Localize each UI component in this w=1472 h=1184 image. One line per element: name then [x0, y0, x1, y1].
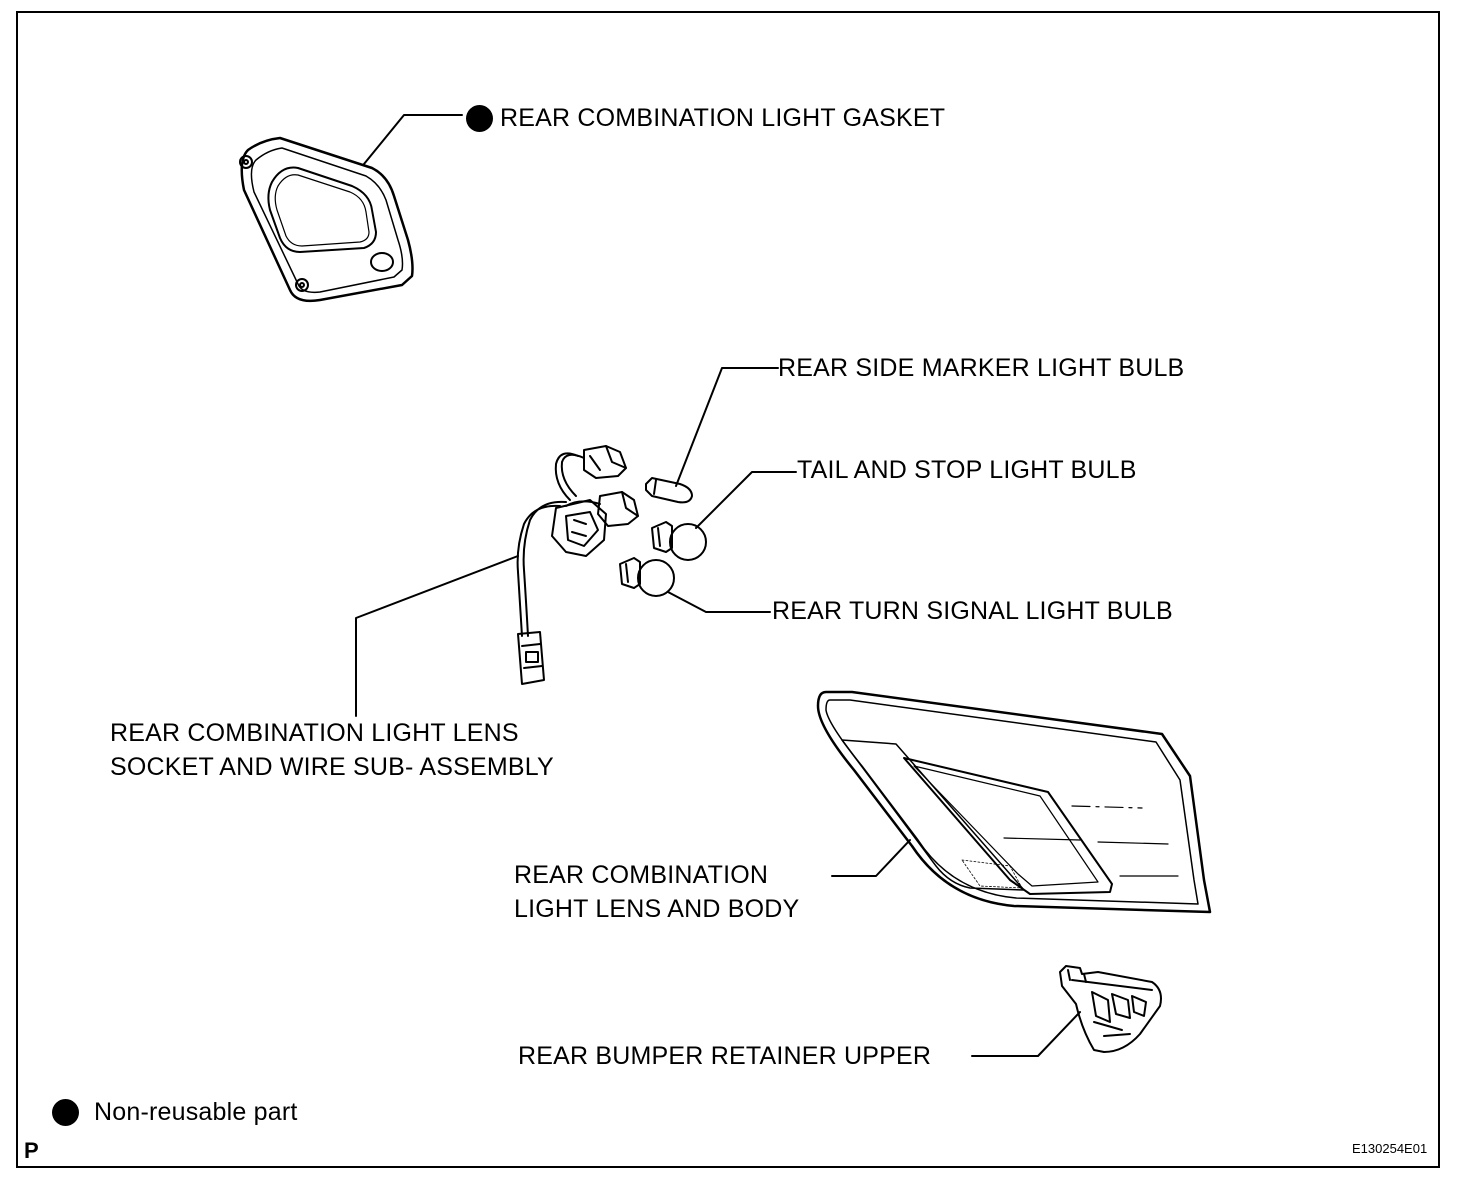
label-retainer: REAR BUMPER RETAINER UPPER [518, 1042, 932, 1070]
turn-signal-bulb-illustration [619, 557, 771, 613]
label-gasket: REAR COMBINATION LIGHT GASKET [500, 104, 946, 132]
legend-text: Non-reusable part [94, 1098, 298, 1126]
non-reusable-mark-gasket [466, 105, 493, 132]
diagram-frame [16, 11, 1440, 1168]
legend-filled-circle-icon [52, 1099, 79, 1126]
side-marker-bulb-illustration [645, 367, 779, 504]
tail-stop-bulb-illustration [651, 471, 797, 561]
label-turn-signal-bulb: REAR TURN SIGNAL LIGHT BULB [772, 597, 1173, 625]
label-tail-stop-bulb: TAIL AND STOP LIGHT BULB [797, 456, 1137, 484]
figure-code: E130254E01 [1352, 1141, 1428, 1156]
corner-mark: P [24, 1138, 39, 1163]
label-lens-body-line1: REAR COMBINATION [514, 861, 769, 889]
label-lens-body-line2: LIGHT LENS AND BODY [514, 895, 800, 923]
lens-body-illustration [816, 690, 1212, 914]
socket-wire-illustration [355, 445, 639, 717]
label-socket-wire-line2: SOCKET AND WIRE SUB- ASSEMBLY [110, 753, 554, 781]
retainer-illustration [971, 965, 1162, 1057]
label-socket-wire-line1: REAR COMBINATION LIGHT LENS [110, 719, 519, 747]
gasket-illustration [239, 114, 463, 303]
label-side-marker-bulb: REAR SIDE MARKER LIGHT BULB [778, 354, 1185, 382]
